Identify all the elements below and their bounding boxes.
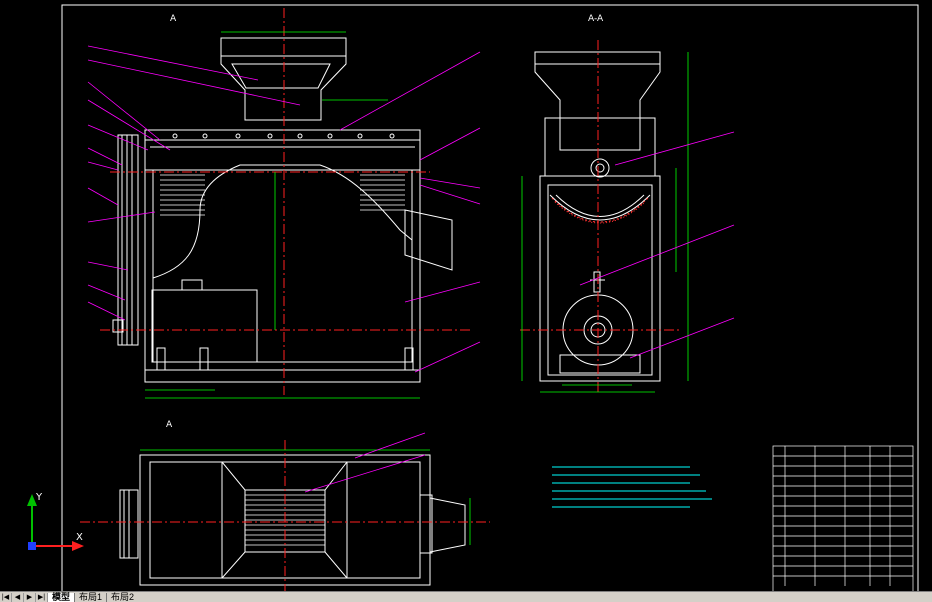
tab-nav-next-button[interactable]: ▶	[24, 592, 36, 602]
technical-notes	[552, 466, 712, 508]
leader-lines	[87, 45, 735, 493]
dimension-lines	[140, 31, 689, 545]
section-view-title: A-A	[588, 14, 604, 24]
tab-layout-2[interactable]: 布局2	[106, 592, 138, 602]
centerlines	[80, 8, 680, 596]
title-block	[772, 445, 914, 597]
tab-nav-first-button[interactable]: |◀	[0, 592, 12, 602]
layout-tab-bar: |◀ ◀ ▶ ▶| 模型 布局1 布局2	[0, 591, 932, 602]
tab-layout-1[interactable]: 布局1	[74, 592, 106, 602]
front-view	[112, 37, 453, 383]
tab-model[interactable]: 模型	[48, 592, 75, 602]
section-hatch	[551, 197, 649, 224]
ucs-icon: Y X	[27, 492, 84, 551]
ucs-y-label: Y	[35, 492, 43, 503]
tab-nav-prev-button[interactable]: ◀	[12, 592, 24, 602]
drawing-frame	[61, 4, 919, 597]
section-marker-bottom: A	[166, 420, 173, 430]
ucs-x-label: X	[76, 532, 83, 543]
section-marker-top: A	[170, 14, 177, 24]
top-view	[119, 454, 466, 586]
tab-nav-last-button[interactable]: ▶|	[36, 592, 48, 602]
